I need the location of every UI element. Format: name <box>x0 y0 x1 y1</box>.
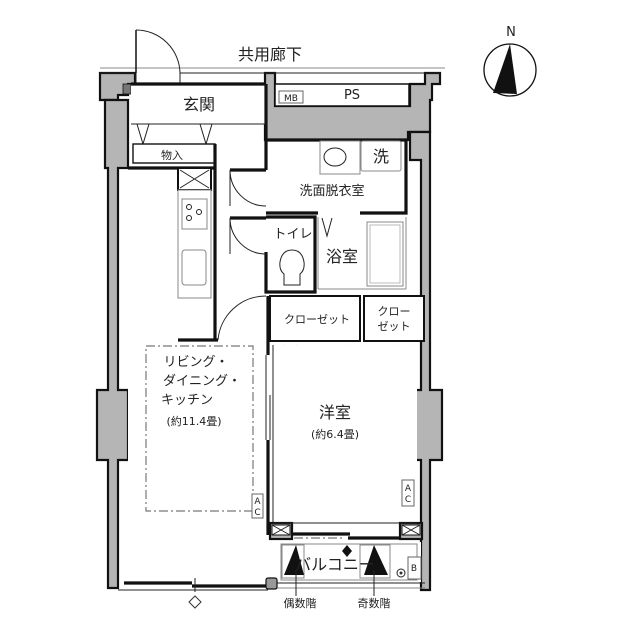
meter-box-label: MB <box>284 94 298 104</box>
shoe-cabinet-mark <box>122 83 132 95</box>
pipe-space-label: PS <box>344 88 360 103</box>
washer-label: 洗 <box>373 147 389 166</box>
pipe-space <box>274 83 410 107</box>
ldk-boundary <box>145 345 254 512</box>
north-arrow-icon: N <box>483 25 537 97</box>
north-label: N <box>506 25 516 40</box>
drain-pipe <box>265 577 278 590</box>
western-room <box>273 345 417 523</box>
svg-text:C: C <box>254 508 260 518</box>
closet-1-label: クローゼット <box>284 313 350 326</box>
window-marker-icon <box>188 595 202 609</box>
ac-unit-western <box>401 479 415 507</box>
entrance-door-swing <box>135 29 181 74</box>
closet-2 <box>363 295 425 342</box>
kitchen-sink <box>181 249 207 286</box>
washbasin <box>323 147 347 167</box>
toilet-room <box>270 217 314 292</box>
washbasin-counter <box>319 140 361 175</box>
ldk-label-2: ダイニング・ <box>163 374 241 389</box>
washroom-label: 洗面脱衣室 <box>299 183 364 199</box>
ldk-label-1: リビング・ <box>163 355 228 370</box>
western-room-label: 洋室 <box>319 403 351 422</box>
balcony-label: バルコニー <box>295 555 375 574</box>
even-floors-label: 偶数階 <box>284 596 317 610</box>
hose-outlet-icon <box>396 568 406 578</box>
entrance-label: 玄関 <box>183 95 215 114</box>
meter-box <box>278 90 304 104</box>
stair-hatch-even <box>281 544 305 579</box>
storage-label: 物入 <box>161 148 183 162</box>
washer-space <box>360 140 402 172</box>
odd-floors-label: 奇数階 <box>358 596 391 610</box>
ac-unit-ldk <box>251 493 264 519</box>
closet-2-label-1: クロー <box>378 305 411 318</box>
corridor-label: 共用廊下 <box>238 45 302 64</box>
ldk-size: (約11.4畳) <box>166 414 221 428</box>
toilet-bowl <box>279 249 305 286</box>
burner-icon <box>196 209 202 215</box>
entrance-room <box>131 84 266 124</box>
ldk-label-3: キッチン <box>161 393 213 408</box>
even-floor-ladder-icon <box>284 545 304 575</box>
western-room-size: (約6.4畳) <box>311 427 359 441</box>
left-wall <box>95 98 130 590</box>
drain-icon <box>342 545 352 557</box>
washroom-door-swing <box>229 169 267 207</box>
toilet-door-swing <box>229 217 267 255</box>
stove <box>181 198 208 230</box>
toilet-label: トイレ <box>273 227 312 242</box>
balcony-box-label: B <box>411 564 417 574</box>
odd-floor-ladder-icon <box>364 545 388 575</box>
burner-icon <box>186 204 192 210</box>
svg-text:A: A <box>254 497 261 507</box>
ldk-door-swing <box>217 295 267 341</box>
closet-2-label-2: ゼット <box>378 320 411 333</box>
burner-icon <box>186 215 192 221</box>
bathtub <box>366 221 404 287</box>
stair-hatch-odd <box>359 544 391 579</box>
svg-text:A: A <box>405 484 412 494</box>
svg-text:C: C <box>405 495 411 505</box>
bathroom-label: 浴室 <box>326 247 358 266</box>
closet-1 <box>269 295 361 342</box>
balcony-box <box>407 556 422 580</box>
